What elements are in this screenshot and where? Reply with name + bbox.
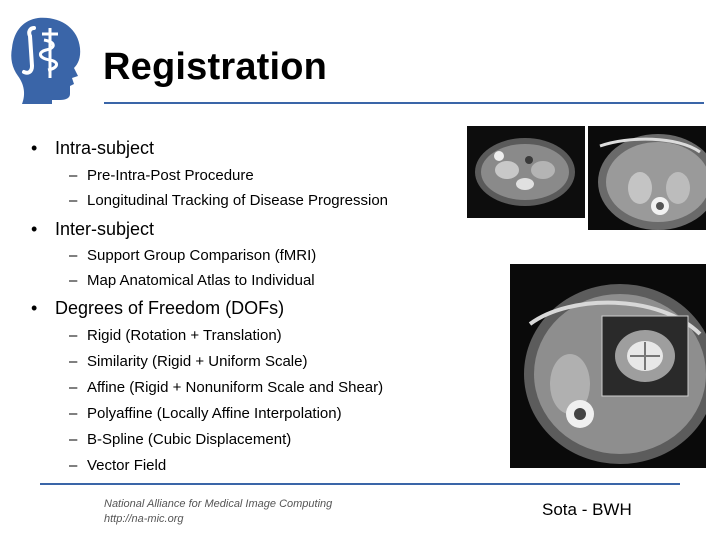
sub-bullet: – Affine (Rigid + Nonuniform Scale and S…: [69, 379, 384, 396]
sub-bullet: – Rigid (Rotation + Translation): [69, 327, 282, 344]
namic-logo-icon: [11, 17, 81, 104]
slide-title: Registration: [103, 46, 328, 88]
mri-scan-image: [467, 126, 585, 218]
sub-bullet: – B-Spline (Cubic Displacement): [69, 431, 292, 448]
bullet-intra-subject: • Intra-subject: [31, 138, 155, 158]
sub-bullet: – Support Group Comparison (fMRI): [69, 247, 317, 264]
bullet-dofs: • Degrees of Freedom (DOFs): [31, 298, 285, 318]
footer-credit: Sota - BWH: [542, 500, 632, 519]
footer-url: http://na-mic.org: [104, 513, 184, 525]
footer-rule: [40, 483, 680, 485]
bullet-inter-subject: • Inter-subject: [31, 219, 155, 239]
sub-bullet: – Similarity (Rigid + Uniform Scale): [69, 353, 308, 370]
sub-bullet: – Pre-Intra-Post Procedure: [69, 167, 254, 184]
footer-org-name: National Alliance for Medical Image Comp…: [104, 498, 333, 510]
bullet-glyph: •: [31, 138, 38, 158]
title-rule: [104, 102, 704, 104]
ct-scan-image: [588, 126, 706, 230]
sub-bullet: – Polyaffine (Locally Affine Interpolati…: [69, 405, 342, 422]
sub-bullet: – Map Anatomical Atlas to Individual: [69, 272, 315, 289]
ct-overlay-scan-image: [510, 264, 706, 468]
sub-bullet: – Longitudinal Tracking of Disease Progr…: [69, 192, 389, 209]
sub-bullet: – Vector Field: [69, 457, 167, 474]
footer-organization: National Alliance for Medical Image Comp…: [104, 497, 332, 527]
